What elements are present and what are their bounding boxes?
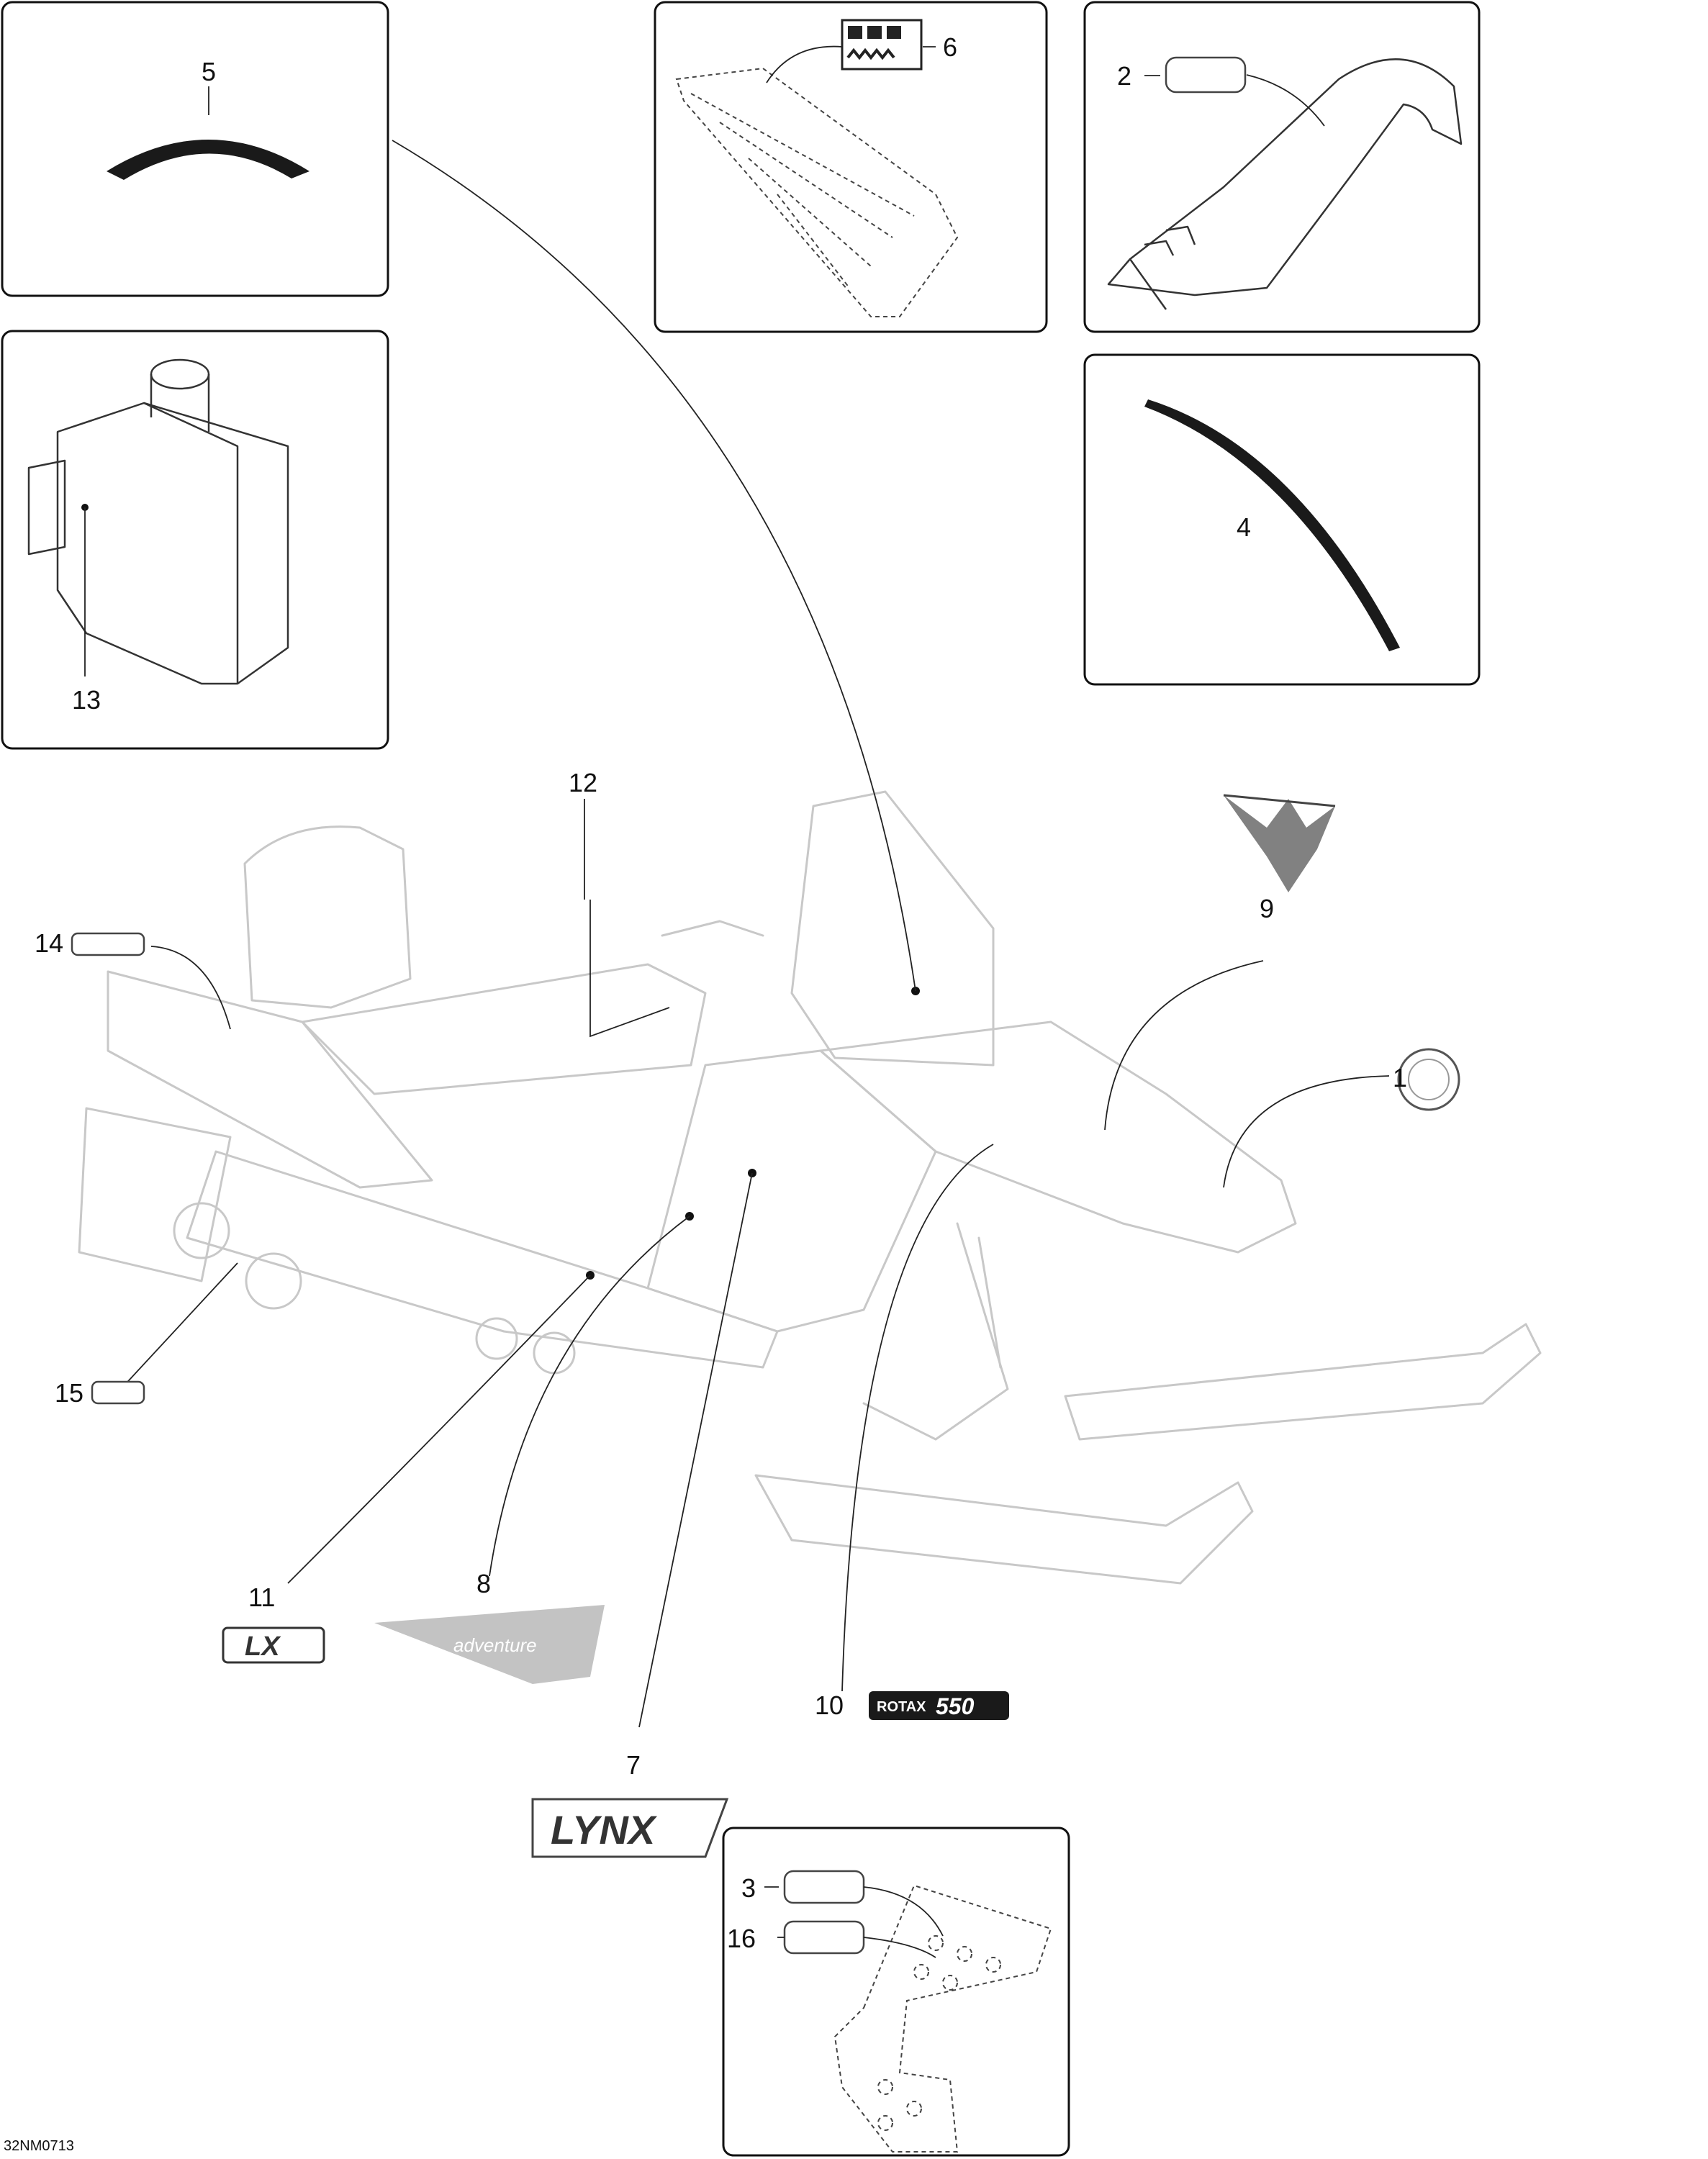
lynx-badge-9 (1223, 794, 1336, 892)
callout-2: 2 (1117, 61, 1131, 91)
callout-12: 12 (569, 768, 597, 797)
adventure-decal-text: adventure (453, 1634, 537, 1656)
round-badge-1 (1397, 1048, 1460, 1111)
reference-code: 32NM0713 (4, 2138, 74, 2154)
adventure-decal-8: adventure (374, 1605, 605, 1684)
callout-5: 5 (202, 57, 216, 86)
warning-label-6 (841, 19, 923, 71)
callout-6: 6 (943, 32, 957, 62)
callout-14: 14 (35, 928, 63, 958)
inset-item-13: 13 (1, 330, 389, 750)
rotax-decal-10: ROTAX 550 (869, 1691, 1009, 1720)
tunnel-part (1107, 58, 1463, 310)
callout-8: 8 (476, 1569, 491, 1598)
arc-decal-5 (107, 140, 309, 180)
callout-3: 3 (741, 1873, 756, 1903)
rotax-decal-number: 550 (936, 1693, 975, 1719)
callout-10: 10 (815, 1690, 844, 1720)
rotax-decal-text: ROTAX (877, 1699, 926, 1715)
lynx-decal-text: LYNX (551, 1807, 658, 1852)
lx-decal-11: LX (222, 1626, 325, 1664)
callout-11: 11 (248, 1583, 275, 1612)
callout-15: 15 (55, 1378, 83, 1408)
oil-tank-part (27, 358, 289, 685)
callout-4: 4 (1237, 512, 1251, 542)
inset-items-3-16: 3 16 (722, 1827, 1070, 2157)
lynx-decal-7: LYNX (531, 1798, 729, 1858)
running-board-part (833, 1884, 1052, 2153)
inset-item-5: 5 (1, 1, 389, 297)
inset-item-4: 4 (1083, 353, 1481, 686)
snowmobile-outline (78, 790, 1542, 1585)
seat-part (675, 67, 959, 317)
callout-13: 13 (72, 685, 101, 715)
callout-16: 16 (727, 1924, 756, 1953)
callout-1: 1 (1393, 1063, 1407, 1092)
inset-item-6: 6 (654, 1, 1048, 333)
callout-7: 7 (626, 1750, 641, 1780)
inset-item-2: 2 (1083, 1, 1481, 333)
lx-decal-text: LX (245, 1631, 281, 1662)
callout-9: 9 (1260, 894, 1274, 923)
